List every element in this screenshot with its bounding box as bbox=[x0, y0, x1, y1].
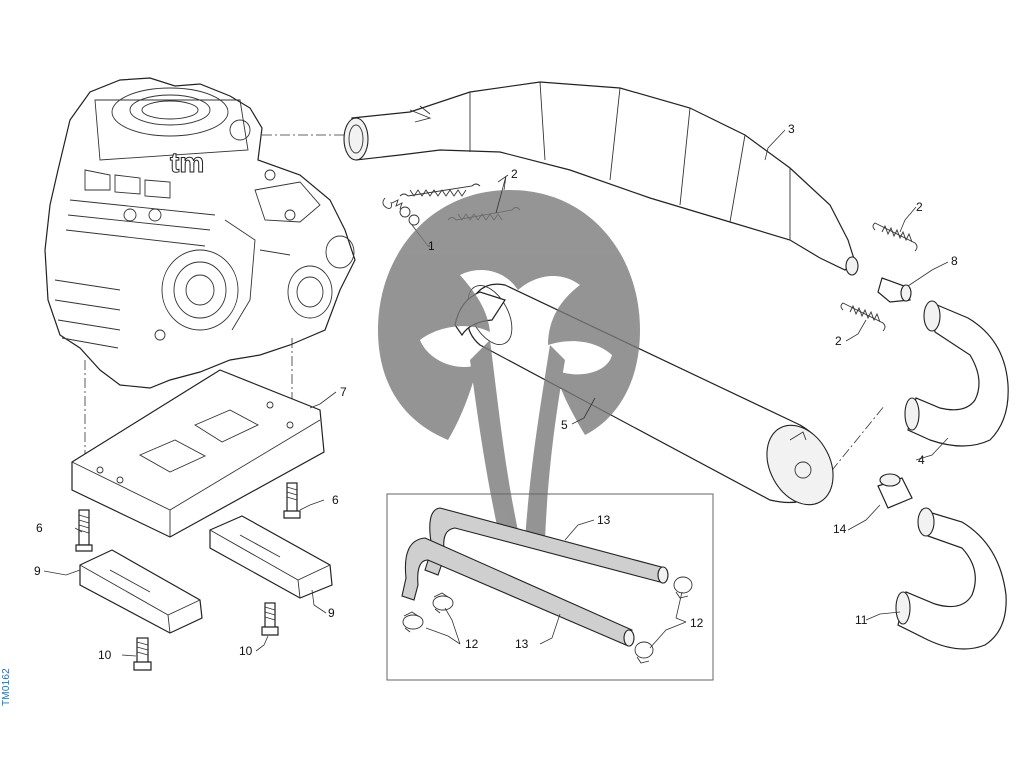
callout-labels: 1 2 3 2 8 2 4 5 7 6 6 9 9 10 10 14 11 13… bbox=[34, 122, 958, 662]
watermark-palm-logo bbox=[378, 190, 640, 540]
sleeve-14 bbox=[877, 473, 913, 509]
hose-clamp-12-a bbox=[402, 611, 424, 633]
sleeve-8 bbox=[877, 277, 912, 303]
callout-4: 4 bbox=[918, 453, 925, 467]
callout-13-upper: 13 bbox=[597, 513, 611, 527]
callout-7: 7 bbox=[340, 385, 347, 399]
engine-block: tm bbox=[44, 77, 356, 389]
callout-12-left: 12 bbox=[465, 637, 479, 651]
callout-6-left: 6 bbox=[36, 521, 43, 535]
exhaust-pipe bbox=[343, 81, 859, 276]
callout-2-top: 2 bbox=[511, 167, 518, 181]
callout-11: 11 bbox=[855, 613, 868, 627]
connecting-pipe-11 bbox=[895, 507, 1007, 650]
bolt-left-6 bbox=[75, 509, 93, 552]
callout-14: 14 bbox=[833, 522, 847, 536]
connecting-pipe-4 bbox=[904, 300, 1009, 447]
leader-lines bbox=[43, 129, 949, 657]
spacer-right-9 bbox=[209, 515, 333, 599]
callout-3: 3 bbox=[788, 122, 795, 136]
centre-line-muffler-pipe bbox=[819, 404, 886, 486]
spring-2-right-upper bbox=[872, 222, 918, 252]
hose-clamp-12-d bbox=[634, 641, 654, 664]
callout-1: 1 bbox=[428, 239, 435, 253]
callout-8: 8 bbox=[951, 254, 958, 268]
bolt-left-10 bbox=[133, 637, 152, 671]
callout-6-right: 6 bbox=[332, 493, 339, 507]
callout-12-right: 12 bbox=[690, 616, 704, 630]
bolt-right-6 bbox=[283, 482, 301, 519]
callout-9-left: 9 bbox=[34, 564, 41, 578]
hose-kit-frame bbox=[386, 493, 714, 681]
bolt-right-10 bbox=[261, 602, 279, 636]
hose-clamp-12-c bbox=[673, 576, 693, 599]
callout-2-right-lower: 2 bbox=[835, 334, 842, 348]
hose-clamp-12-b bbox=[432, 592, 454, 614]
callout-9-right: 9 bbox=[328, 606, 335, 620]
callout-13-lower: 13 bbox=[515, 637, 529, 651]
engine-mount-plate bbox=[71, 369, 325, 538]
callout-2-right-upper: 2 bbox=[916, 200, 923, 214]
hose-13-lower bbox=[401, 537, 635, 647]
spacer-left-9 bbox=[79, 549, 203, 634]
callout-5: 5 bbox=[561, 418, 568, 432]
spring-2-top bbox=[399, 183, 481, 197]
callout-10-right: 10 bbox=[239, 644, 253, 658]
engine-logo: tm bbox=[170, 147, 204, 178]
callout-10-left: 10 bbox=[98, 648, 112, 662]
silencer-muffler bbox=[454, 283, 834, 506]
spring-2-right-lower bbox=[840, 302, 886, 332]
